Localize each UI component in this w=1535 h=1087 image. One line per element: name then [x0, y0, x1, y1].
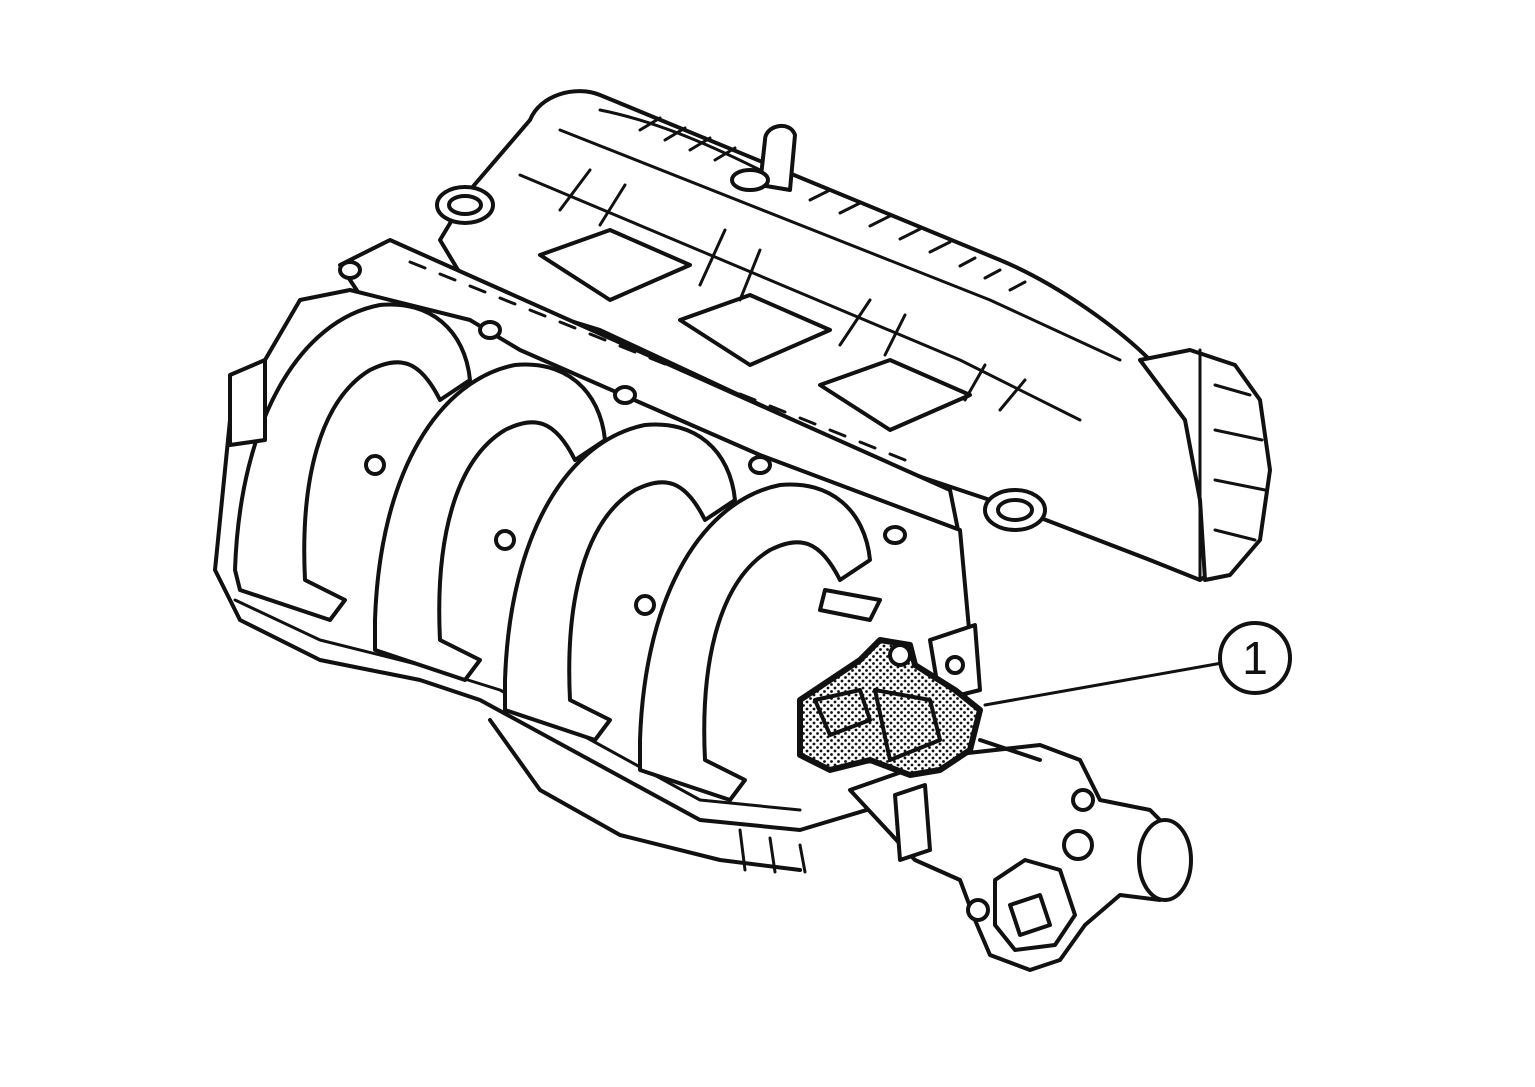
bottom-rail [488, 718, 807, 874]
runner-4 [638, 482, 872, 802]
rear-flange [1138, 348, 1272, 582]
callout-1: 1 [983, 621, 1292, 707]
vacuum-nipple [730, 124, 797, 192]
throttle-body [848, 743, 1193, 972]
mounting-bracket [818, 588, 982, 702]
runner-bosses [228, 260, 907, 545]
callout-1-label: 1 [1242, 632, 1268, 684]
plenum-ribs [638, 116, 1027, 292]
sensor-highlight [797, 637, 1042, 778]
runner-3 [503, 422, 737, 742]
bolt-bosses [435, 185, 1047, 532]
runner-ports [538, 168, 1027, 432]
runner-1 [233, 302, 472, 622]
